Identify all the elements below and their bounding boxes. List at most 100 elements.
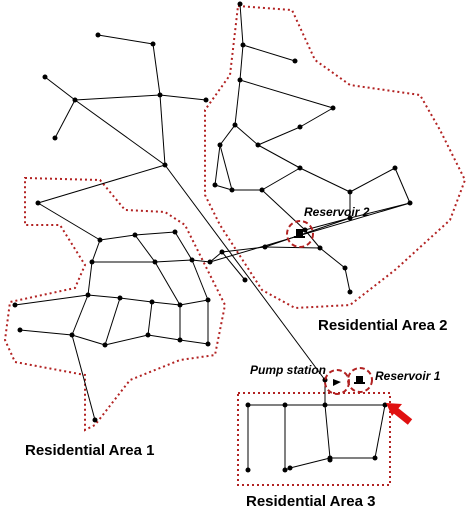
pipe-segment [374, 404, 386, 459]
pipe-segment [214, 144, 221, 186]
junction-node [152, 259, 158, 265]
junction-node [347, 289, 353, 295]
pipe-segment [191, 259, 211, 263]
junction-node [287, 465, 293, 471]
pipe-segment [239, 3, 244, 46]
junction-node [85, 292, 91, 298]
junction-node [205, 297, 211, 303]
pipe-segment [134, 231, 176, 236]
junction-node [382, 402, 388, 408]
pipe-segment [37, 164, 166, 204]
pipe-segment [159, 94, 207, 101]
pipe-segment [349, 167, 396, 193]
pipe-segment [289, 457, 331, 469]
area-2-label: Residential Area 2 [318, 317, 448, 334]
junction-node [12, 302, 18, 308]
junction-node [219, 249, 225, 255]
junction-node [302, 227, 308, 233]
junction-node [392, 165, 398, 171]
pipe-segment [344, 267, 351, 293]
reservoir-icon [354, 376, 365, 384]
pipe-segment [164, 164, 326, 381]
junction-node [297, 124, 303, 130]
pipe-segment [104, 334, 149, 346]
junction-node [72, 97, 78, 103]
reservoir-1-marker-circle [347, 367, 373, 393]
pipe-segment [179, 339, 209, 345]
zone-boundary-area2 [204, 4, 467, 310]
pipe-segment [209, 251, 223, 263]
junction-node [117, 295, 123, 301]
pipe-segment [97, 34, 154, 45]
pipe-segment [261, 167, 301, 191]
junction-node [245, 402, 251, 408]
pipe-segment [234, 79, 241, 126]
junction-node [322, 402, 328, 408]
pipe-segment [264, 246, 321, 249]
inflow-arrow-icon [386, 403, 413, 425]
junction-node [177, 302, 183, 308]
junction-node [162, 162, 168, 168]
junction-node [203, 97, 209, 103]
pipe-segment [299, 107, 334, 128]
junction-node [150, 41, 156, 47]
junction-node [89, 259, 95, 265]
junction-node [95, 32, 101, 38]
pipe-segment [19, 329, 73, 336]
pipe-segment [219, 124, 236, 146]
junction-node [262, 244, 268, 250]
junction-node [189, 257, 195, 263]
junction-node [347, 189, 353, 195]
junction-node [255, 142, 261, 148]
junction-node [97, 237, 103, 243]
reservoir-2-marker-circle [286, 220, 314, 248]
pipe-segment [174, 231, 193, 261]
junction-node [317, 245, 323, 251]
zone-boundary-area3 [237, 392, 391, 486]
junction-node [205, 341, 211, 347]
junction-node [259, 187, 265, 193]
junction-node [132, 232, 138, 238]
pipe-segment [319, 247, 346, 269]
pipe-segment [151, 301, 181, 306]
pipe-segment [147, 334, 181, 341]
pipe-segment [152, 43, 161, 96]
junction-node [229, 187, 235, 193]
junction-node [282, 467, 288, 473]
reservoir-1-label: Reservoir 1 [375, 369, 441, 383]
pipe-segment [214, 184, 233, 191]
junction-node [330, 105, 336, 111]
junction-node [52, 135, 58, 141]
pipe-segment [264, 217, 351, 248]
pipe-segment [147, 301, 153, 336]
pipe-segment [71, 294, 89, 336]
junction-node [157, 92, 163, 98]
junction-node [232, 122, 238, 128]
pipe-segment [257, 144, 301, 169]
pipe-segment [74, 94, 161, 101]
pipe-segment [179, 299, 209, 306]
junction-node [240, 42, 246, 48]
pipe-segment [71, 334, 96, 421]
junction-node [242, 277, 248, 283]
pipe-segment [37, 202, 101, 241]
pipe-segment [221, 251, 246, 281]
reservoir-2-label: Reservoir 2 [304, 205, 370, 219]
junction-node [172, 229, 178, 235]
pipe-segment [71, 334, 106, 346]
pipe-segment [54, 99, 76, 139]
junction-node [217, 142, 223, 148]
pipe-segment [299, 167, 351, 193]
pipe-segment [234, 124, 259, 146]
pipe-segment [87, 294, 121, 299]
pipe-segment [119, 297, 153, 303]
junction-node [207, 259, 213, 265]
junction-node [149, 299, 155, 305]
junction-node [42, 74, 48, 80]
pipe-segment [209, 202, 411, 263]
junction-node [327, 457, 333, 463]
junction-node [212, 182, 218, 188]
pipe-segment [242, 44, 296, 62]
